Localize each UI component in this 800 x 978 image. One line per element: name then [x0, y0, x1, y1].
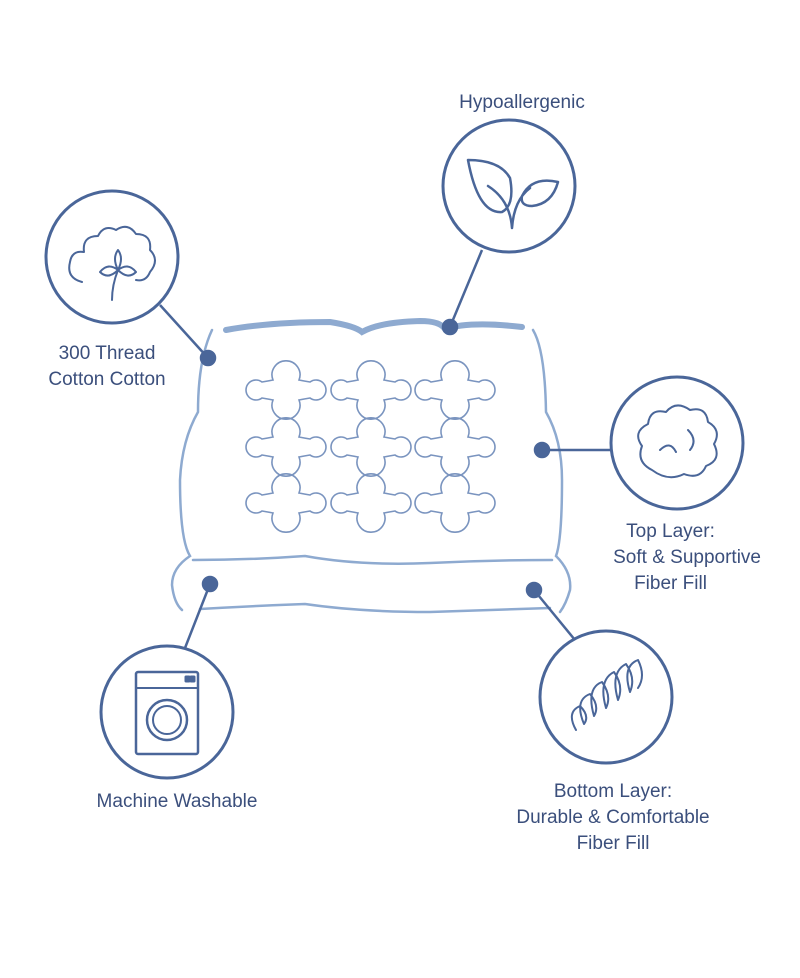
quilt-cloud [414, 473, 496, 533]
label-line: Soft & Supportive [613, 547, 761, 568]
label-line: Bottom Layer: [553, 781, 673, 802]
callout-dot [199, 349, 217, 367]
feature-label-bottom-layer: Bottom Layer: Durable & Comfortable Fibe… [483, 779, 743, 857]
label-line: Fiber Fill [634, 573, 707, 594]
feature-label-hypoallergenic: Hypoallergenic [422, 90, 622, 116]
feature-label-cotton: 300 Thread Cotton Cotton [17, 341, 197, 393]
quilt-cloud [414, 417, 496, 477]
quilt-cloud [330, 417, 412, 477]
quilt-cloud [245, 417, 327, 477]
pad-right-edge [531, 328, 572, 614]
quilt-pattern [245, 360, 496, 533]
callout-dot [533, 441, 551, 459]
quilt-cloud [330, 473, 412, 533]
callout-lines [159, 249, 611, 649]
quilt-cloud [414, 360, 496, 420]
spring-coil-icon [538, 629, 674, 765]
feature-label-top-layer: Top Layer: Soft & Supportive Fiber Fill [560, 519, 761, 597]
pad-left-edge [170, 328, 214, 612]
label-line: 300 Thread [58, 343, 156, 364]
pad-middle-seam [191, 554, 554, 565]
quilt-cloud [330, 360, 412, 420]
leaf-icon [441, 118, 577, 254]
label-line: Machine Washable [96, 791, 258, 812]
washing-machine-icon [99, 644, 235, 780]
callout-dot [441, 318, 459, 336]
label-line: Hypoallergenic [459, 92, 585, 113]
fiber-fill-icon [609, 375, 745, 511]
mattress-pad-illustration [170, 317, 572, 614]
pad-bottom-edge [198, 602, 552, 614]
callout-dot [201, 575, 219, 593]
label-line: Fiber Fill [576, 833, 650, 854]
feature-label-washable: Machine Washable [57, 789, 297, 815]
label-line: Cotton Cotton [48, 369, 166, 390]
label-line: Top Layer: [626, 521, 715, 542]
callout-dot [525, 581, 543, 599]
pad-top-edge [223, 317, 525, 336]
label-line: Durable & Comfortable [516, 807, 710, 828]
quilt-cloud [245, 473, 327, 533]
cotton-flower-icon [44, 189, 180, 325]
quilt-cloud [245, 360, 327, 420]
